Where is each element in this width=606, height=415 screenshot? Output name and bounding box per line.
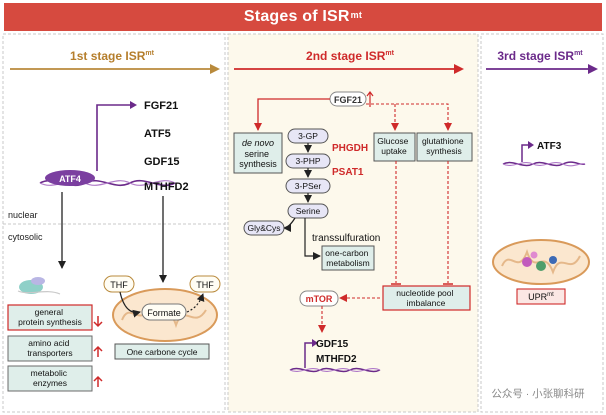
outcome-protein-synthesis-label: general protein synthesis xyxy=(18,307,82,327)
dna-strand-4 xyxy=(289,368,381,372)
gly-cys-label: Gly&Cys xyxy=(247,223,280,233)
unfolded-protein-icon xyxy=(530,251,538,259)
thf-left-node xyxy=(103,275,135,293)
gly-cys-node xyxy=(243,220,285,236)
fgf21-label: FGF21 xyxy=(334,95,362,105)
gene-mthfd2-2: MTHFD2 xyxy=(316,354,357,365)
figure-title: Stages of ISR xyxy=(243,8,350,25)
upr-label: UPRmt xyxy=(528,292,554,302)
serine-synthesis-label: serine synthesis xyxy=(239,149,277,169)
fgf21-to-glutathione-arrow xyxy=(366,103,452,131)
metabolite-serine xyxy=(287,203,329,219)
one-carbon-metabolism-box xyxy=(321,245,375,271)
stage1-heading: 1st stage ISRmt xyxy=(70,49,155,63)
one-carbon-cycle-label: One carbone cycle xyxy=(127,347,198,357)
de-novo-label: de novo xyxy=(242,138,274,148)
thf-left-label: THF xyxy=(110,280,128,290)
formate-node xyxy=(141,303,187,321)
atf4-factor xyxy=(45,170,95,186)
fgf21-to-serine-arrow xyxy=(254,98,330,131)
glutathione-label: glutathione synthesis xyxy=(422,136,466,156)
stage3-panel xyxy=(480,33,604,413)
upr-box xyxy=(516,288,566,305)
up-arrow-icon xyxy=(93,375,103,387)
transcription-arrowhead-2 xyxy=(312,339,318,347)
metabolite-serine-label: Serine xyxy=(296,206,321,216)
up-arrow-icon xyxy=(366,91,374,107)
stage3-arrowhead xyxy=(588,64,598,74)
gene-mthfd2: MTHFD2 xyxy=(144,181,189,193)
gene-fgf21: FGF21 xyxy=(144,100,178,112)
gene-gdf15-2: GDF15 xyxy=(316,339,349,350)
outcome-protein-synthesis xyxy=(7,304,93,331)
down-arrow-icon xyxy=(93,316,103,328)
metabolite-3php-label: 3-PHP xyxy=(295,156,320,166)
stage2-heading: 2nd stage ISRmt xyxy=(306,49,395,63)
outcome-aa-transporters-label: amino acid transporters xyxy=(27,338,72,358)
mtor-node xyxy=(299,290,339,307)
ribosome-small xyxy=(31,277,45,285)
serine-to-glycys-arrow xyxy=(283,217,296,232)
atf4-label: ATF4 xyxy=(59,174,81,184)
formate-to-thf-arrow xyxy=(186,293,205,313)
metabolite-3pser-label: 3-PSer xyxy=(295,181,322,191)
transcription-arrow xyxy=(96,104,133,171)
outcome-metabolic-enzymes xyxy=(7,365,93,392)
serine-to-onecarbon-arrow xyxy=(304,218,321,260)
cytosolic-label: cytosolic xyxy=(8,232,43,242)
unfolded-protein-icon xyxy=(522,257,532,267)
thf-right-label: THF xyxy=(196,280,214,290)
glucose-uptake-label: Glucose uptake xyxy=(377,136,411,156)
outcome-metabolic-enzymes-label: metabolic enzymes xyxy=(31,368,70,388)
dna-strand-6 xyxy=(502,162,586,167)
transcription-arrowhead-3 xyxy=(528,141,534,149)
outcome-aa-transporters xyxy=(7,335,93,362)
nucleotide-pool-box xyxy=(382,285,471,311)
enzyme-psat1: PSAT1 xyxy=(332,167,364,178)
thf-to-formate-arrow xyxy=(119,291,141,318)
stage2-arrowhead xyxy=(454,64,464,74)
figure-title-sup: mt xyxy=(350,10,363,20)
glutathione-box xyxy=(416,132,473,162)
transsulfuration-label: transsulfuration xyxy=(312,233,380,244)
thf-right-node xyxy=(189,275,221,293)
gene-gdf15: GDF15 xyxy=(144,156,179,168)
formate-label: Formate xyxy=(147,308,181,318)
de-novo-serine-box xyxy=(233,132,283,174)
unfolded-protein-icon xyxy=(549,256,557,264)
up-arrow-icon xyxy=(93,345,103,357)
nuclear-label: nuclear xyxy=(8,210,38,220)
unfolded-protein-icon xyxy=(536,261,546,271)
stage1-arrowhead xyxy=(210,64,220,74)
mrna-strand xyxy=(17,290,61,295)
one-carbon-cycle-box xyxy=(114,343,210,360)
glucose-uptake-box xyxy=(373,132,416,162)
mtor-label: mTOR xyxy=(306,294,333,304)
gene-atf5: ATF5 xyxy=(144,128,171,140)
nucleotide-pool-label: nucleotide pool imbalance xyxy=(396,288,456,308)
one-carbon-metabolism-label: one-carbon metabolism xyxy=(325,248,370,268)
metabolite-3gp-label: 3-GP xyxy=(298,131,318,141)
gene-atf3: ATF3 xyxy=(537,141,562,152)
watermark: 公众号 · 小张聊科研 xyxy=(491,387,585,400)
stage3-heading: 3rd stage ISRmt xyxy=(497,49,583,63)
transcription-arrowhead xyxy=(130,101,137,109)
transcription-arrow-2 xyxy=(304,342,314,368)
transcription-arrow-3 xyxy=(521,144,530,162)
enzyme-phgdh: PHGDH xyxy=(332,143,368,154)
